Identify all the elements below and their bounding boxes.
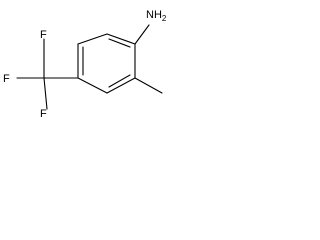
ring-double-bond: [108, 74, 131, 88]
amine-h-count: 2: [162, 14, 167, 23]
fluorine-label: F: [3, 73, 10, 85]
ring-bond: [106, 77, 136, 94]
benzene-ring: [77, 33, 136, 94]
ring-bond: [106, 33, 136, 45]
ring-double-bond: [108, 38, 131, 48]
amine-label: NH2: [146, 9, 167, 23]
fluorine-label: F: [40, 108, 47, 120]
chemical-structure: NH2 F F F: [3, 9, 167, 120]
amine-bond: [134, 24, 150, 45]
cf-bond: [43, 77, 48, 110]
fluorine-label: F: [40, 29, 47, 41]
methyl-bond: [134, 77, 163, 94]
ring-bond: [77, 33, 108, 45]
amine-n-label: NH: [146, 9, 162, 21]
ring-bond: [77, 77, 108, 94]
